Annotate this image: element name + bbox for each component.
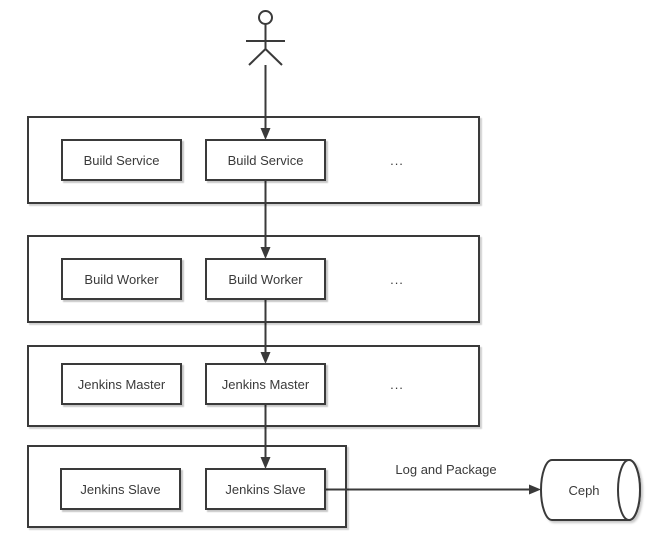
jenkins-master-layer (27, 345, 480, 427)
arrow-jenkins-master-to-jenkins-slave (260, 405, 271, 469)
build-service-node-1: Build Service (61, 139, 182, 181)
jenkins-master-node-2: Jenkins Master (205, 363, 326, 405)
arrow-build-worker-to-jenkins-master (260, 300, 271, 364)
ceph-cylinder-icon (540, 459, 641, 521)
build-service-node-2-label: Build Service (227, 152, 304, 168)
jenkins-slave-node-1: Jenkins Slave (60, 468, 181, 510)
actor-icon (246, 10, 285, 66)
jenkins-slave-node-1-label: Jenkins Slave (80, 481, 161, 497)
jenkins-master-node-1-label: Jenkins Master (77, 376, 166, 392)
edge-label-log-and-package: Log and Package (380, 460, 512, 478)
build-service-ellipsis: ... (390, 152, 404, 168)
jenkins-master-ellipsis: ... (390, 376, 404, 392)
build-service-layer (27, 116, 480, 204)
build-worker-layer (27, 235, 480, 323)
build-worker-node-1: Build Worker (61, 258, 182, 300)
build-worker-node-1-label: Build Worker (84, 271, 159, 287)
build-worker-node-2-label: Build Worker (228, 271, 303, 287)
build-service-node-2: Build Service (205, 139, 326, 181)
build-service-node-1-label: Build Service (83, 152, 160, 168)
arrow-jenkins-slave-to-ceph (326, 484, 541, 495)
jenkins-slave-layer (27, 445, 347, 528)
jenkins-slave-node-2-label: Jenkins Slave (225, 481, 306, 497)
build-worker-node-2: Build Worker (205, 258, 326, 300)
jenkins-master-node-1: Jenkins Master (61, 363, 182, 405)
build-worker-ellipsis: ... (390, 271, 404, 287)
jenkins-master-node-2-label: Jenkins Master (221, 376, 310, 392)
jenkins-slave-node-2: Jenkins Slave (205, 468, 326, 510)
ceph-label: Ceph (568, 482, 600, 498)
